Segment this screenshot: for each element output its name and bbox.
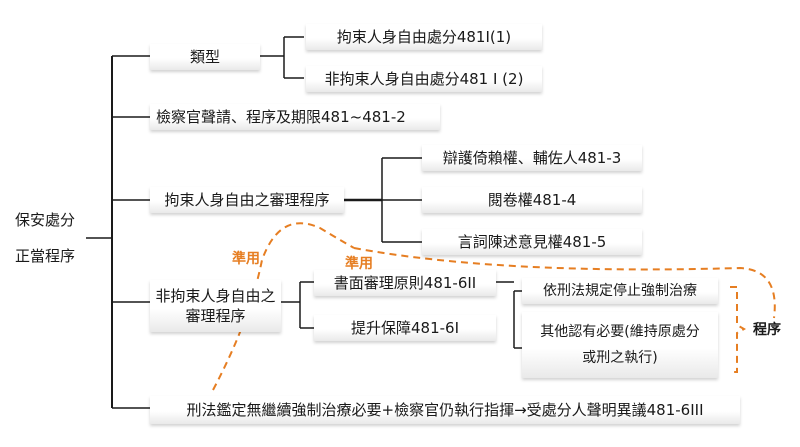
type-child-restrictive: 拘束人身自由處分481I(1): [306, 24, 542, 50]
sub-item-other-line1: 其他認有必要(維持原處分: [540, 324, 700, 340]
root-label-line1: 保安處分: [15, 211, 76, 229]
non-restrictive-line2: 審理程序: [185, 307, 246, 325]
prosecutor-node: 檢察官聲請、程序及期限481~481-2: [150, 104, 440, 130]
apply-label-1: 準用: [232, 251, 260, 267]
restrictive-child-file-access: 閱卷權481-4: [422, 187, 642, 213]
enhanced-protection-node: 提升保障481-6I: [314, 315, 496, 341]
type-child-non-restrictive: 非拘束人身自由處分481 I (2): [306, 66, 542, 92]
restrictive-child-counsel: 辯護倚賴權、輔佐人481-3: [422, 145, 642, 171]
bottom-node: 刑法鑑定無繼續強制治療必要+檢察官仍執行指揮→受處分人聲明異議481-6III: [150, 396, 740, 424]
sub-item-other-necessary: 其他認有必要(維持原處分 或刑之執行): [522, 312, 718, 378]
root-label-line2: 正當程序: [15, 247, 76, 265]
type-node: 類型: [150, 44, 260, 70]
sub-item-stop-treatment: 依刑法規定停止強制治療: [522, 278, 718, 304]
non-restrictive-procedure-node: 非拘束人身自由之 審理程序: [150, 280, 281, 332]
apply-label-2: 準用: [345, 256, 373, 272]
sub-item-other-line2: 或刑之執行): [582, 350, 658, 366]
restrictive-child-statement: 言詞陳述意見權481-5: [422, 229, 642, 255]
written-review-node: 書面審理原則481-6II: [314, 270, 496, 296]
non-restrictive-line1: 非拘束人身自由之: [155, 287, 276, 305]
restrictive-procedure-node: 拘束人身自由之審理程序: [150, 187, 344, 213]
procedure-bracket-label: 程序: [753, 322, 781, 338]
